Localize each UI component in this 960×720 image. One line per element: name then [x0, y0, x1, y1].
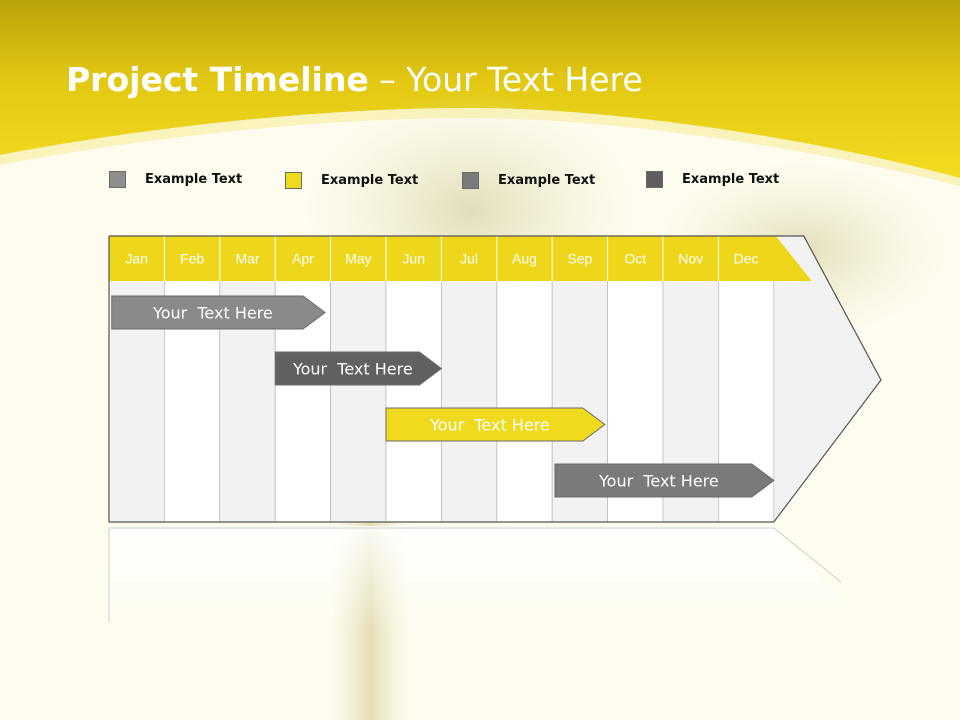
- month-label: Aug: [512, 251, 537, 267]
- month-label: Mar: [235, 251, 259, 267]
- legend-swatch-2: [285, 172, 302, 189]
- page-title-rest: – Your Text Here: [368, 60, 643, 99]
- month-label: Nov: [678, 251, 703, 267]
- timeline-outline: [108, 235, 882, 523]
- month-label: Dec: [734, 251, 759, 267]
- legend-swatch-1: [109, 171, 126, 188]
- task-label: Your Text Here: [292, 360, 413, 379]
- task-bar[interactable]: Your Text Here: [385, 407, 606, 442]
- task-label: Your Text Here: [598, 472, 719, 491]
- timeline-reflection: [109, 526, 871, 632]
- task-arrow-shape[interactable]: [111, 295, 326, 330]
- task-arrow-shape[interactable]: [274, 351, 443, 386]
- task-bar[interactable]: Your Text Here: [111, 295, 326, 330]
- legend-item-2: Example Text: [285, 172, 418, 189]
- month-label: Jan: [125, 251, 148, 267]
- timeline-arrow-head: [773, 236, 881, 522]
- month-label: Jul: [460, 251, 478, 267]
- header-band-shadow: [0, 108, 960, 186]
- page-title: Project Timeline – Your Text Here: [66, 60, 643, 99]
- legend-label-1: Example Text: [145, 172, 243, 187]
- month-label: Apr: [292, 251, 314, 267]
- legend-label-4: Example Text: [682, 172, 780, 187]
- task-bar[interactable]: Your Text Here: [274, 351, 443, 386]
- legend-swatch-3: [462, 172, 479, 189]
- legend-item-3: Example Text: [462, 172, 595, 189]
- task-label: Your Text Here: [429, 416, 550, 435]
- legend-item-1: Example Text: [109, 171, 242, 188]
- task-arrow-shape[interactable]: [554, 463, 775, 498]
- page-title-bold: Project Timeline: [66, 60, 369, 99]
- legend-label-2: Example Text: [321, 173, 419, 188]
- legend-item-4: Example Text: [646, 171, 779, 188]
- month-header-band: [109, 236, 812, 281]
- legend-label-3: Example Text: [498, 173, 596, 188]
- month-label: Oct: [624, 251, 646, 267]
- header-band: [0, 0, 960, 178]
- task-label: Your Text Here: [152, 304, 273, 323]
- legend-swatch-4: [646, 171, 663, 188]
- month-label: Sep: [567, 251, 592, 267]
- task-arrow-shape[interactable]: [385, 407, 606, 442]
- timeline-reflection-edge: [108, 527, 842, 622]
- month-column: [440, 235, 498, 523]
- month-label: Feb: [180, 251, 204, 267]
- month-label: May: [345, 251, 371, 267]
- task-bar[interactable]: Your Text Here: [554, 463, 775, 498]
- month-label: Jun: [402, 251, 425, 267]
- month-column: [163, 235, 221, 523]
